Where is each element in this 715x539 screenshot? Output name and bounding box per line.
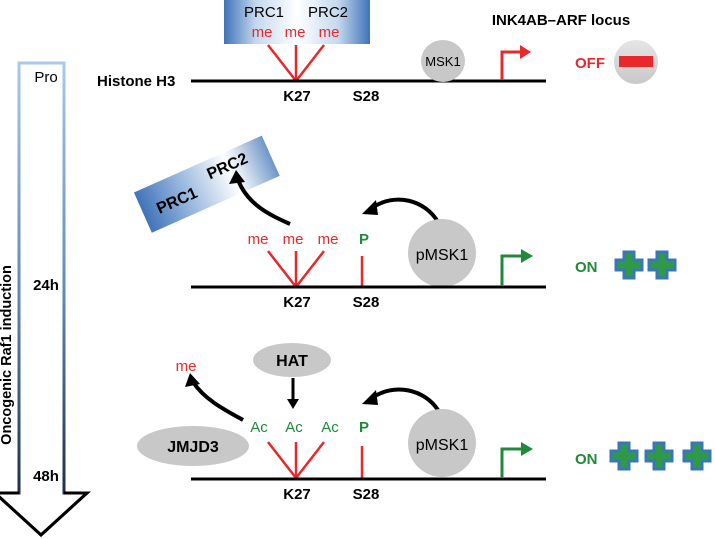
msk1-ellipse <box>421 40 465 82</box>
methyl-mark: me <box>252 24 273 41</box>
curved-arrow-demethylation <box>191 380 244 422</box>
s28-label: S28 <box>353 294 380 311</box>
histone-h3-label: Histone H3 <box>97 73 175 90</box>
acetyl-mark: Ac <box>321 419 339 436</box>
timeline-arrow <box>0 61 91 538</box>
methyl-mark: me <box>318 231 339 248</box>
promoter-arrow-on <box>500 447 524 478</box>
k27-label: K27 <box>283 294 311 311</box>
k27-methyl-fan <box>267 250 325 288</box>
k27-methyl-fan <box>267 44 325 82</box>
hat-label: HAT <box>276 353 308 370</box>
plus-icon <box>682 441 712 471</box>
promoter-arrow-on <box>500 254 524 286</box>
prc-complex-box-tilted <box>133 135 280 233</box>
plus-icon <box>614 250 644 280</box>
jmjd3-ellipse <box>137 426 249 466</box>
timeline-48h-label: 48h <box>33 468 59 485</box>
methyl-mark: me <box>319 24 340 41</box>
pmsk1-ellipse <box>408 219 476 287</box>
k27-label: K27 <box>283 486 311 503</box>
methyl-mark: me <box>283 231 304 248</box>
curved-arrow-to-prc <box>236 179 291 226</box>
methyl-mark: me <box>285 24 306 41</box>
plus-icon <box>647 250 677 280</box>
jmjd3-label: JMJD3 <box>167 439 219 456</box>
timeline-24h-label: 24h <box>33 277 59 294</box>
acetyl-mark: Ac <box>285 419 303 436</box>
s28-label: S28 <box>353 88 380 105</box>
state-on-label: ON <box>575 451 598 468</box>
phospho-mark: P <box>359 419 369 436</box>
prc1-label: PRC1 <box>244 4 284 21</box>
k27-acetyl-fan <box>267 441 325 479</box>
msk1-label: MSK1 <box>425 54 460 69</box>
pmsk1-label: pMSK1 <box>416 437 469 454</box>
hat-ellipse <box>253 343 331 377</box>
phospho-mark: P <box>359 231 369 248</box>
panel-pro: PRC1 PRC2 me me me Histone H3 K27 S28 MS… <box>97 0 658 105</box>
pmsk1-label: pMSK1 <box>416 247 469 264</box>
state-on-label: ON <box>575 259 598 276</box>
plus-icon <box>644 441 674 471</box>
methyl-mark: me <box>248 231 269 248</box>
timeline-pro-label: Pro <box>34 69 57 86</box>
promoter-arrow-off <box>500 50 523 80</box>
panel-24h: PRC1 PRC2 me me me P pMSK1 K27 S28 <box>133 135 677 311</box>
removed-methyl-mark: me <box>176 358 197 375</box>
pmsk1-ellipse <box>408 409 476 477</box>
plus-icon <box>609 441 639 471</box>
s28-label: S28 <box>353 486 380 503</box>
k27-label: K27 <box>283 88 311 105</box>
acetyl-mark: Ac <box>250 419 268 436</box>
minus-icon <box>619 56 653 67</box>
prc2-label: PRC2 <box>308 4 348 21</box>
locus-title: INK4AB–ARF locus <box>492 12 630 29</box>
curved-arrow-to-phospho <box>370 197 440 224</box>
prc-complex-box <box>224 0 370 44</box>
state-off-label: OFF <box>575 55 605 72</box>
timeline-axis-label: Oncogenic Raf1 induction <box>0 265 15 445</box>
panel-48h: HAT me JMJD3 Ac Ac Ac P pMSK1 K27 S28 <box>137 343 712 503</box>
curved-arrow-to-phospho <box>370 387 440 412</box>
